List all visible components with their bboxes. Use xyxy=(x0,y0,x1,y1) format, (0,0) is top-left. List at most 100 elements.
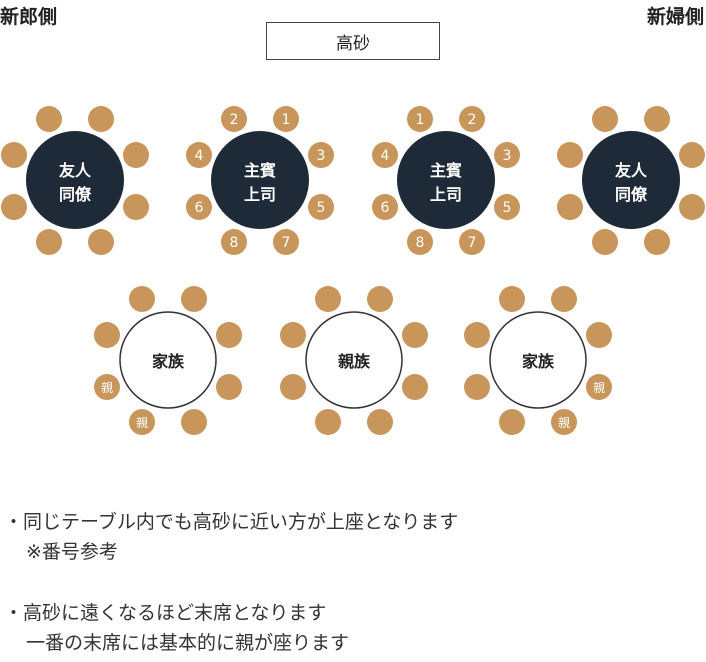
seat xyxy=(280,374,306,400)
table-circle xyxy=(489,311,587,409)
table-name-line1: 主賓 xyxy=(430,161,462,180)
seat xyxy=(129,409,155,435)
seat xyxy=(464,374,490,400)
seat xyxy=(308,194,334,220)
seat xyxy=(221,229,247,255)
seat-label: 親 xyxy=(593,381,605,395)
seat-label: 8 xyxy=(230,235,239,251)
seat xyxy=(216,322,242,348)
seat xyxy=(186,142,212,168)
seat-label: 6 xyxy=(195,200,204,216)
note-1-line1: ・同じテーブル内でも高砂に近い方が上座となります xyxy=(4,511,459,533)
seat xyxy=(94,322,120,348)
table-name-line1: 友人 xyxy=(59,161,92,180)
seat xyxy=(407,106,433,132)
seat xyxy=(402,374,428,400)
seat-label: 7 xyxy=(468,235,477,251)
seat-label: 7 xyxy=(282,235,291,251)
seat xyxy=(557,142,583,168)
seat xyxy=(315,286,341,312)
seat xyxy=(1,194,27,220)
seat xyxy=(679,142,705,168)
seat xyxy=(679,194,705,220)
seat xyxy=(36,106,62,132)
seat xyxy=(123,194,149,220)
note-1-line2: ※番号参考 xyxy=(26,541,118,563)
table-name-line1: 主賓 xyxy=(244,161,276,180)
table-name-line2: 同僚 xyxy=(615,185,648,204)
table-circle xyxy=(211,131,309,229)
seat xyxy=(94,374,120,400)
table-name-line2: 同僚 xyxy=(59,185,92,204)
seat xyxy=(499,286,525,312)
seat-label: 5 xyxy=(503,200,512,216)
seat-label: 1 xyxy=(416,112,425,128)
table-circle xyxy=(26,131,124,229)
seat-label: 2 xyxy=(468,112,477,128)
seat xyxy=(464,322,490,348)
seat xyxy=(308,142,334,168)
seat xyxy=(407,229,433,255)
seat xyxy=(36,229,62,255)
seat xyxy=(221,106,247,132)
seat-label: 親 xyxy=(136,416,148,430)
seat xyxy=(273,106,299,132)
seat xyxy=(592,106,618,132)
bride-side-label: 新婦側 xyxy=(646,6,704,28)
head-table: 高砂 xyxy=(266,22,440,60)
table-circle xyxy=(119,311,217,409)
seat xyxy=(551,409,577,435)
seat xyxy=(644,106,670,132)
seat xyxy=(216,374,242,400)
seat-label: 2 xyxy=(230,112,239,128)
seat xyxy=(367,409,393,435)
seat xyxy=(88,106,114,132)
note-2-line1: ・高砂に遠くなるほど末席となります xyxy=(4,602,327,624)
seat-label: 4 xyxy=(195,148,204,164)
seat xyxy=(367,286,393,312)
seat xyxy=(181,409,207,435)
table-name: 家族 xyxy=(152,352,185,371)
seat xyxy=(586,322,612,348)
seat xyxy=(88,229,114,255)
note-2: ・高砂に遠くなるほど末席となります 一番の末席には基本的に親が座ります xyxy=(4,598,349,658)
seat-label: 4 xyxy=(381,148,390,164)
seat-label: 5 xyxy=(317,200,326,216)
note-1: ・同じテーブル内でも高砂に近い方が上座となります ※番号参考 xyxy=(4,507,458,567)
seat xyxy=(459,106,485,132)
seat xyxy=(551,286,577,312)
seat xyxy=(1,142,27,168)
seat-label: 3 xyxy=(317,148,326,164)
seat xyxy=(494,194,520,220)
table-name: 親族 xyxy=(338,352,371,371)
table-circle xyxy=(397,131,495,229)
seat xyxy=(644,229,670,255)
seat-label: 親 xyxy=(558,416,570,430)
seat xyxy=(557,194,583,220)
seat xyxy=(129,286,155,312)
seat xyxy=(499,409,525,435)
note-2-line2: 一番の末席には基本的に親が座ります xyxy=(26,632,350,654)
seat xyxy=(372,142,398,168)
table-name: 家族 xyxy=(522,352,555,371)
table-circle xyxy=(305,311,403,409)
seat-label: 親 xyxy=(101,381,113,395)
seat xyxy=(181,286,207,312)
table-circle xyxy=(582,131,680,229)
seat xyxy=(592,229,618,255)
round-table: 親族 xyxy=(280,286,428,435)
seat-label: 3 xyxy=(503,148,512,164)
seat xyxy=(494,142,520,168)
table-name-line1: 友人 xyxy=(615,161,648,180)
seat xyxy=(280,322,306,348)
table-name-line2: 上司 xyxy=(244,185,276,204)
seat-label: 1 xyxy=(282,112,291,128)
seat xyxy=(123,142,149,168)
